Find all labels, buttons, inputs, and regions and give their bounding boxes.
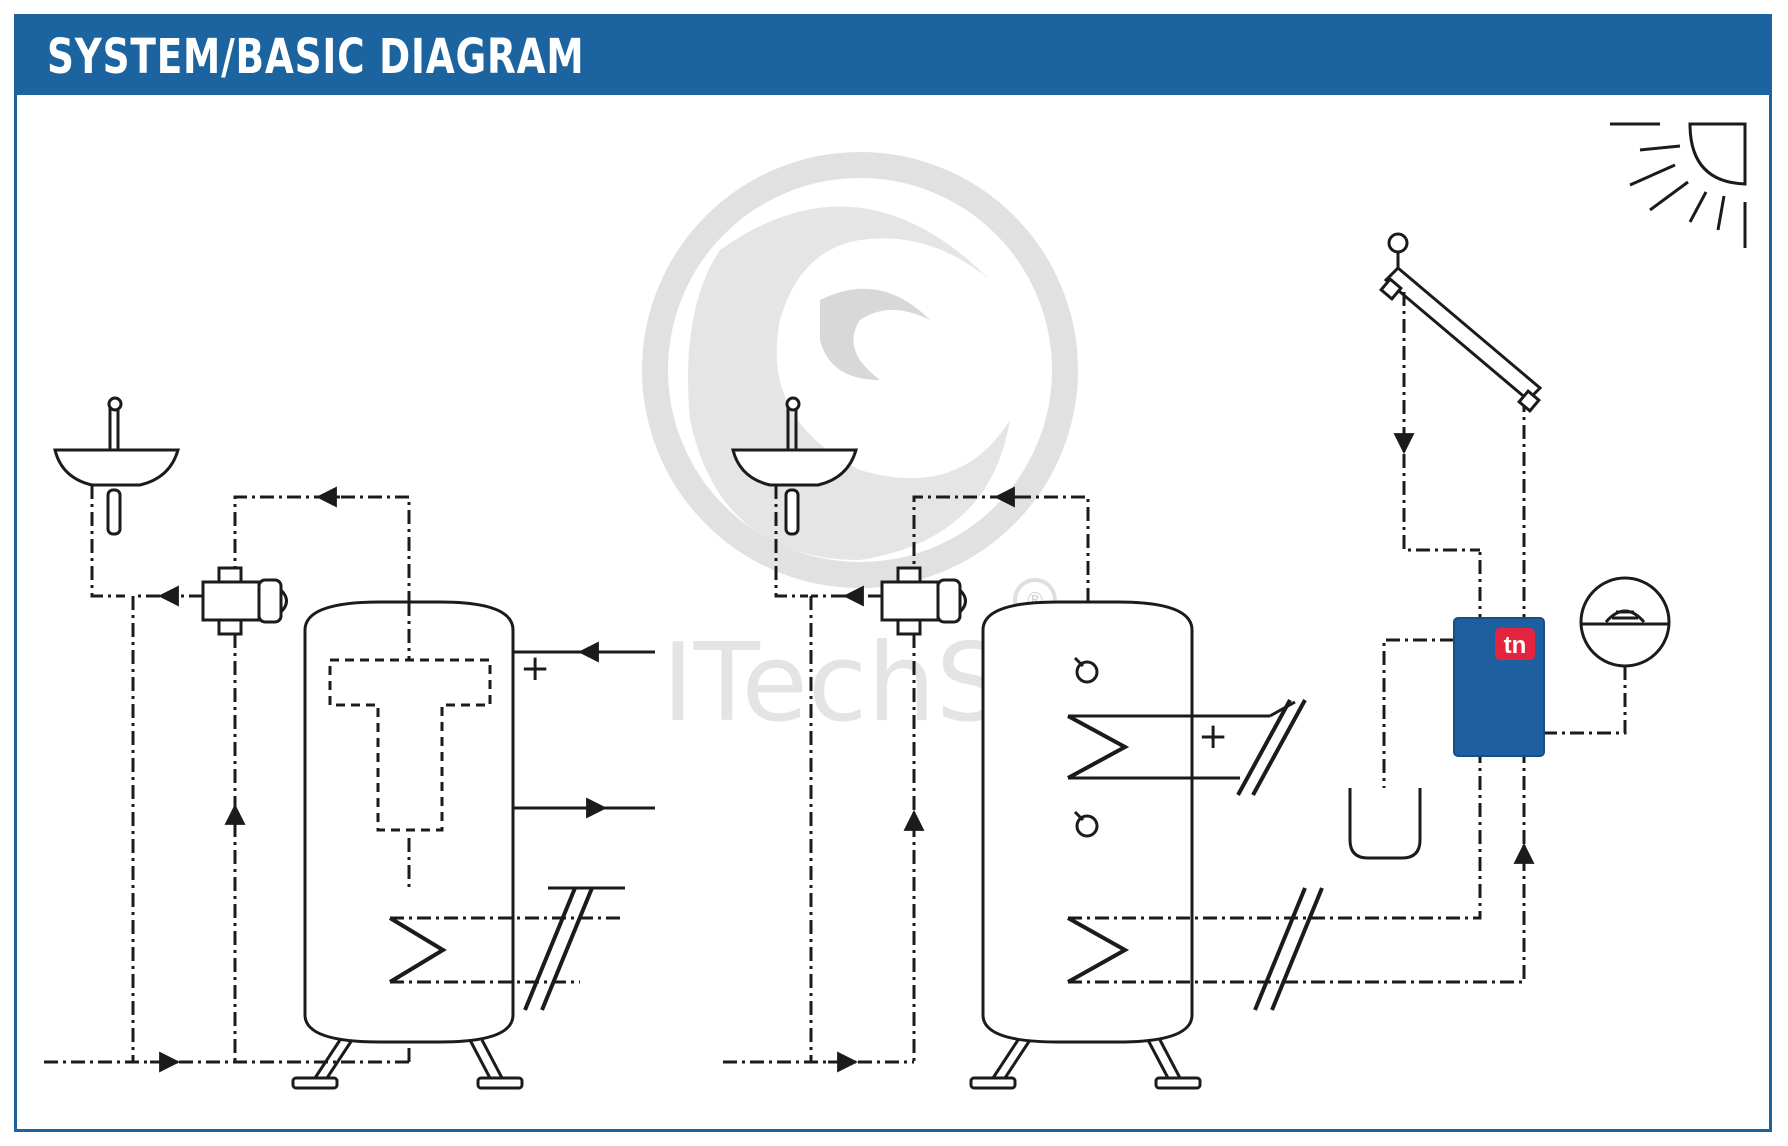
expansion-vessel-icon: [1348, 788, 1422, 860]
storage-tank-icon: [291, 600, 524, 1090]
sensor-icon: [1073, 656, 1099, 684]
mixing-valve-icon: [201, 566, 288, 636]
page-title: SYSTEM/BASIC DIAGRAM: [47, 29, 585, 85]
temperature-gauge-icon: [1542, 576, 1671, 735]
mixing-valve-icon: [880, 566, 967, 636]
storage-tank-icon: [969, 600, 1202, 1090]
plus-symbol: +: [1198, 716, 1228, 757]
solar-collector-icon: [1379, 232, 1543, 413]
controller-box: tn: [1453, 617, 1545, 757]
sensor-icon: [1073, 810, 1099, 838]
controller-logo: tn: [1504, 632, 1527, 659]
header-bar: SYSTEM/BASIC DIAGRAM: [17, 17, 1769, 95]
wash-basin-icon: [731, 396, 858, 598]
plus-symbol: +: [520, 648, 550, 689]
wash-basin-icon: [53, 396, 180, 598]
sun-icon: [1610, 122, 1747, 248]
phoenix-watermark-icon: ®: [642, 152, 1078, 622]
